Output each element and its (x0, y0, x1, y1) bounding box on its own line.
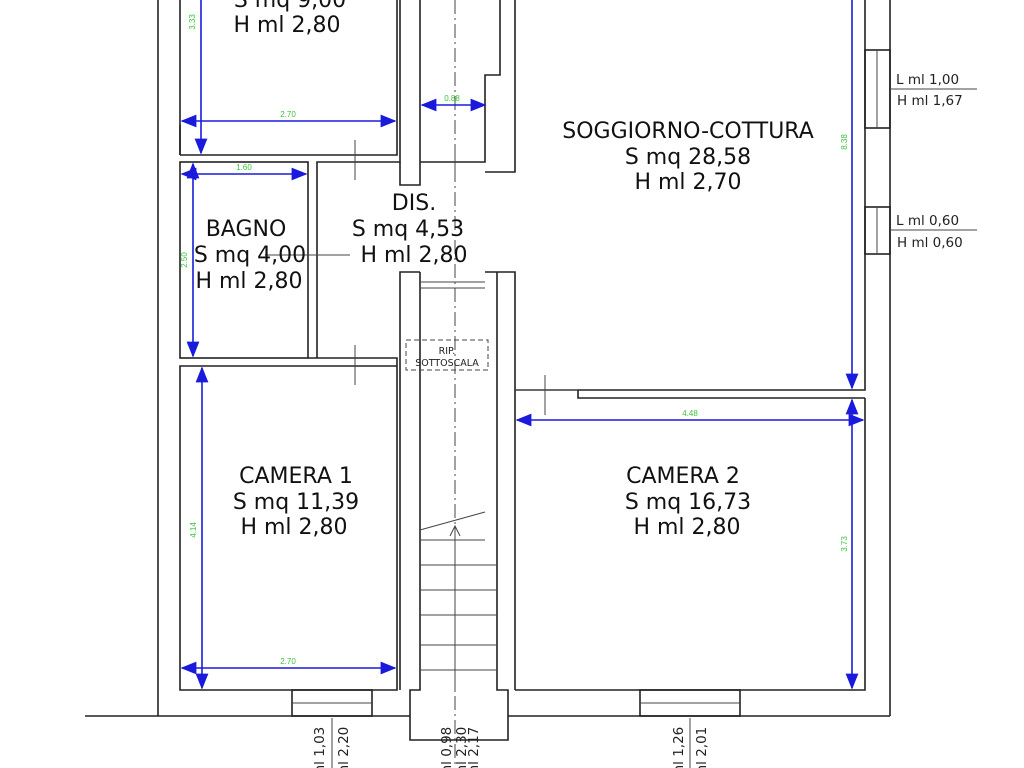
room-height: H ml 2,80 (195, 269, 302, 294)
window-label-right-2: L ml 0,60 H ml 0,60 (890, 213, 977, 251)
dim-bagno-w: 1.60 (236, 163, 252, 172)
window-height: H ml 1,67 (897, 93, 963, 109)
room-height: H ml 2,80 (233, 13, 340, 38)
window-height: ml 2,01 (694, 727, 710, 768)
door-height-a: ml 2,30 (454, 727, 470, 768)
dimension-lines (180, 0, 865, 690)
dim-stair-w: 0.88 (444, 94, 460, 103)
dimension-labels: 3.33 2.70 0.88 1.60 2.50 8.38 4.48 3.73 … (180, 14, 849, 666)
window-label-right-1: L ml 1,00 H ml 1,67 (890, 72, 977, 109)
dim-camera1-h: 4.14 (189, 522, 198, 538)
room-area: S mq 28,58 (625, 145, 751, 170)
room-area: S mq 11,39 (233, 490, 359, 515)
room-bagno-label: BAGNO S mq 4,00 H ml 2,80 (194, 217, 306, 294)
room-height: H ml 2,80 (360, 243, 467, 268)
window-height: H ml 0,60 (897, 235, 963, 251)
window-label-bottom-1: ml 1,03 ml 2,20 (312, 718, 352, 768)
window-width: L ml 1,00 (896, 72, 959, 88)
room-top-left-label: S mq 9,00 H ml 2,80 (233, 0, 346, 38)
dim-camera2-h: 3.73 (840, 536, 849, 552)
rip-line2: SOTTOSCALA (415, 358, 479, 369)
room-area: S mq 4,00 (194, 243, 306, 268)
room-name: CAMERA 2 (626, 464, 740, 489)
room-area: S mq 16,73 (625, 490, 751, 515)
dim-soggiorno-h: 8.38 (840, 134, 849, 150)
room-name: DIS. (392, 191, 436, 216)
door-width: ml 0,98 (439, 727, 455, 768)
room-height: H ml 2,80 (240, 515, 347, 540)
dim-camera2-w: 4.48 (682, 409, 698, 418)
window-width: L ml 0,60 (896, 213, 959, 229)
room-ripostiglio-label: RIP. SOTTOSCALA (415, 346, 479, 369)
room-area: S mq 9,00 (234, 0, 346, 13)
walls (85, 0, 891, 768)
door-height-b: ml 2,17 (466, 727, 482, 768)
window-height: ml 2,20 (336, 727, 352, 768)
rip-line1: RIP. (439, 346, 456, 357)
room-dis-label: DIS. S mq 4,53 H ml 2,80 (352, 191, 468, 268)
dim-camera1-w: 2.70 (280, 657, 296, 666)
room-area: S mq 4,53 (352, 217, 464, 242)
room-camera2-label: CAMERA 2 S mq 16,73 H ml 2,80 (625, 464, 751, 540)
room-height: H ml 2,80 (633, 515, 740, 540)
room-soggiorno-label: SOGGIORNO-COTTURA S mq 28,58 H ml 2,70 (562, 119, 814, 195)
window-width: ml 1,26 (671, 727, 687, 768)
door-label-bottom: ml 0,98 ml 2,30 ml 2,17 (439, 727, 482, 768)
dim-top-left-w: 2.70 (280, 110, 296, 119)
room-height: H ml 2,70 (634, 170, 741, 195)
room-name: BAGNO (206, 217, 287, 242)
room-name: SOGGIORNO-COTTURA (562, 119, 814, 144)
dim-top-left-h: 3.33 (188, 14, 197, 30)
room-name: CAMERA 1 (239, 464, 353, 489)
dim-bagno-h: 2.50 (180, 252, 189, 268)
window-label-bottom-2: ml 1,26 ml 2,01 (671, 718, 710, 768)
room-camera1-label: CAMERA 1 S mq 11,39 H ml 2,80 (233, 464, 359, 540)
window-width: ml 1,03 (312, 727, 328, 768)
